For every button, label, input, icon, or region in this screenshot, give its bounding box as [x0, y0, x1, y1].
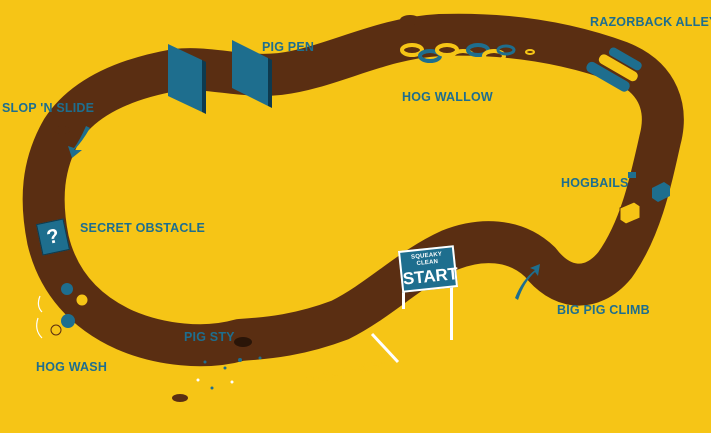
label-hogbails: HOGBAILS: [561, 176, 629, 190]
pig-icon: [571, 268, 589, 276]
pig-icon: [172, 394, 188, 402]
pipe-icon: [586, 47, 642, 92]
label-secret-obstacle: SECRET OBSTACLE: [80, 221, 205, 235]
arrow-icon: [68, 126, 90, 158]
label-slop-n-slide: SLOP 'N SLIDE: [2, 101, 95, 115]
tire-icon: [400, 43, 535, 75]
arrow-icon: [515, 264, 540, 300]
balloon-icon: [36, 283, 89, 339]
label-pig-sty: PIG STY: [184, 330, 235, 344]
wall-icon: [268, 58, 272, 108]
wall-icon: [168, 44, 202, 112]
finish-line: [370, 332, 400, 364]
pig-icon: [54, 126, 70, 134]
label-big-pig-climb: BIG PIG CLIMB: [557, 303, 650, 317]
start-sign: SQUEAKY CLEAN START: [397, 245, 460, 293]
start-pole: [450, 280, 453, 340]
start-sign-main: START: [401, 263, 460, 289]
label-hog-wallow: HOG WALLOW: [402, 90, 493, 104]
wall-icon: [232, 40, 268, 106]
start-pole: [402, 283, 405, 309]
label-razorback-alley: RAZORBACK ALLEY: [590, 15, 711, 29]
pig-icon: [234, 337, 252, 347]
label-pig-pen: PIG PEN: [262, 40, 315, 54]
label-hog-wash: HOG WASH: [36, 360, 108, 374]
pig-icon: [400, 15, 420, 25]
hay-bale-icon: [619, 172, 670, 225]
wall-icon: [202, 60, 206, 114]
confetti-decoration: [196, 356, 262, 396]
